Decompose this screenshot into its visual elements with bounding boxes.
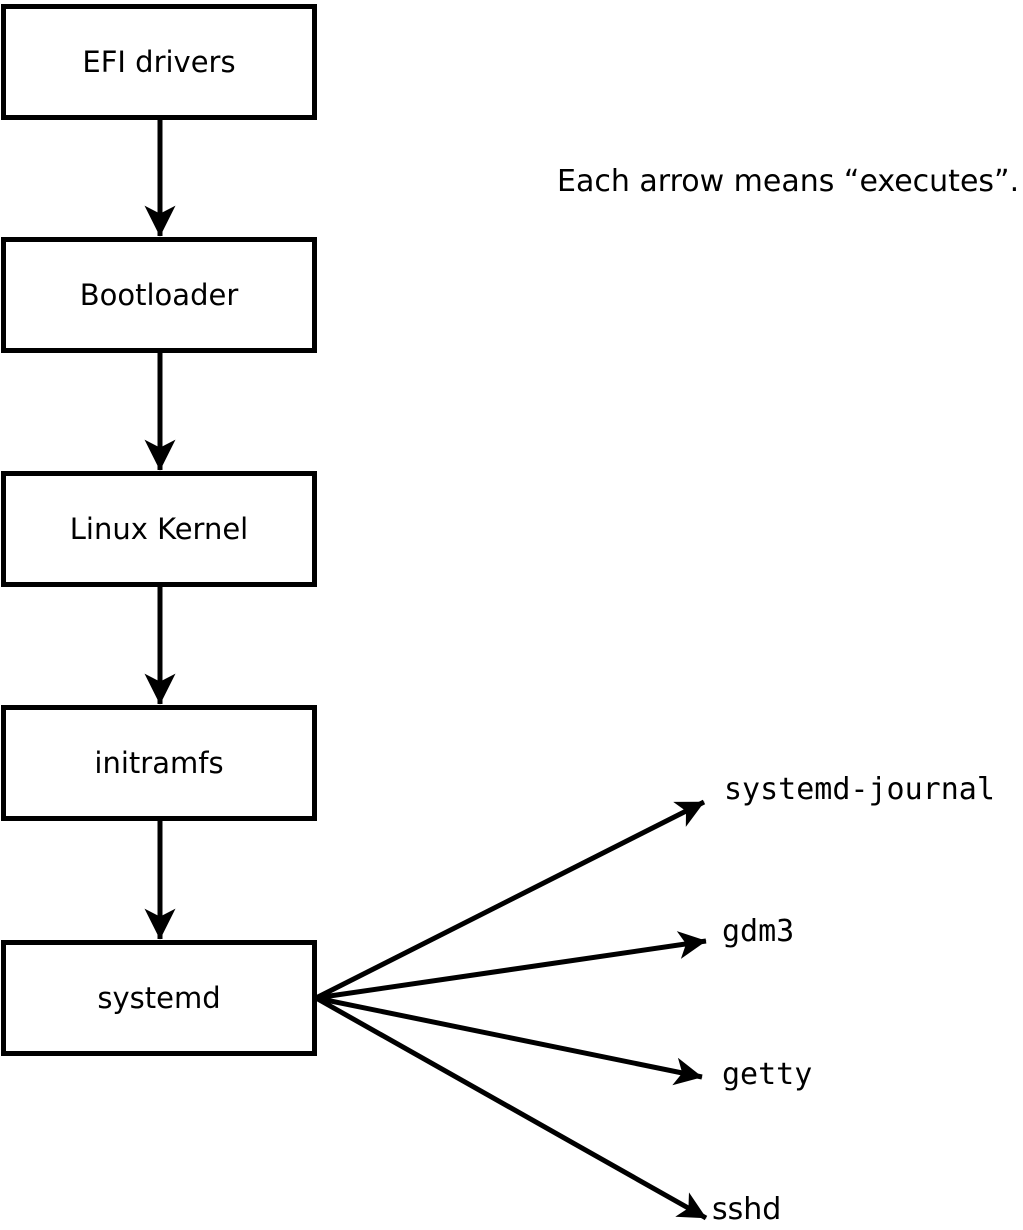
diagram-caption: Each arrow means “executes”. (557, 164, 1020, 199)
process-label-sshd: sshd (712, 1192, 782, 1227)
process-label-getty: getty (722, 1057, 813, 1092)
flow-box-systemd: systemd (1, 940, 317, 1056)
arrow-systemd-to-sshd-icon (314, 995, 708, 1221)
process-label-gdm3: gdm3 (722, 914, 795, 949)
arrow-systemd-to-getty-icon (315, 995, 703, 1086)
process-label-systemd-journal: systemd-journal (724, 772, 995, 807)
arrow-systemd-to-journal-icon (314, 799, 706, 1001)
flow-box-efi-drivers: EFI drivers (1, 4, 317, 120)
flow-box-bootloader: Bootloader (1, 237, 317, 353)
flow-box-linux-kernel: Linux Kernel (1, 471, 317, 587)
flow-box-label: initramfs (94, 745, 224, 780)
flow-box-label: Bootloader (79, 277, 239, 312)
flow-box-initramfs: initramfs (1, 705, 317, 821)
arrow-systemd-to-gdm3-icon (315, 931, 707, 1001)
flow-box-label: Linux Kernel (69, 511, 249, 546)
flow-box-label: EFI drivers (82, 44, 236, 79)
flow-box-label: systemd (97, 980, 221, 1015)
